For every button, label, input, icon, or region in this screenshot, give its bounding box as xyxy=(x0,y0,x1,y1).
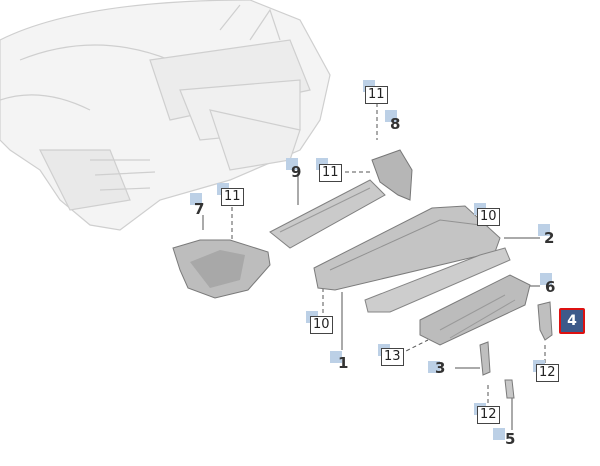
part-1-crossmember xyxy=(313,205,501,291)
callout-3[interactable]: 3 xyxy=(435,359,446,377)
callout-4-selected[interactable]: 4 xyxy=(559,308,585,334)
callout-2[interactable]: 2 xyxy=(544,229,555,247)
callout-1[interactable]: 1 xyxy=(338,354,349,372)
callout-9[interactable]: 9 xyxy=(291,163,302,181)
part-3-bracket xyxy=(479,341,491,376)
tag-6 xyxy=(540,273,552,285)
boxed-callout-11[interactable]: 11 xyxy=(365,86,388,104)
callout-6[interactable]: 6 xyxy=(545,278,556,296)
boxed-callout-13[interactable]: 13 xyxy=(381,348,404,366)
part-4-bracket xyxy=(537,301,553,341)
boxed-callout-10[interactable]: 10 xyxy=(477,208,500,226)
part-7-bracket xyxy=(172,239,271,299)
tag-5 xyxy=(493,428,505,440)
boxed-callout-12[interactable]: 12 xyxy=(536,364,559,382)
callout-5[interactable]: 5 xyxy=(505,430,516,448)
callout-7[interactable]: 7 xyxy=(194,200,205,218)
vehicle-body-outline xyxy=(0,0,331,231)
part-8-bracket xyxy=(371,149,413,201)
callout-8[interactable]: 8 xyxy=(390,115,401,133)
part-9-guide xyxy=(269,179,386,249)
part-2-rail xyxy=(364,247,511,313)
part-6-panel xyxy=(419,274,531,346)
part-5-clip xyxy=(504,379,515,399)
boxed-callout-11[interactable]: 11 xyxy=(221,188,244,206)
boxed-callout-11[interactable]: 11 xyxy=(319,164,342,182)
tag-8 xyxy=(385,110,397,122)
tag-9 xyxy=(286,158,298,170)
boxed-callout-12[interactable]: 12 xyxy=(477,406,500,424)
boxed-callout-10[interactable]: 10 xyxy=(310,316,333,334)
tag-2 xyxy=(538,224,550,236)
tag-7 xyxy=(190,193,202,205)
tag-3 xyxy=(428,361,440,373)
tag-1 xyxy=(330,351,342,363)
